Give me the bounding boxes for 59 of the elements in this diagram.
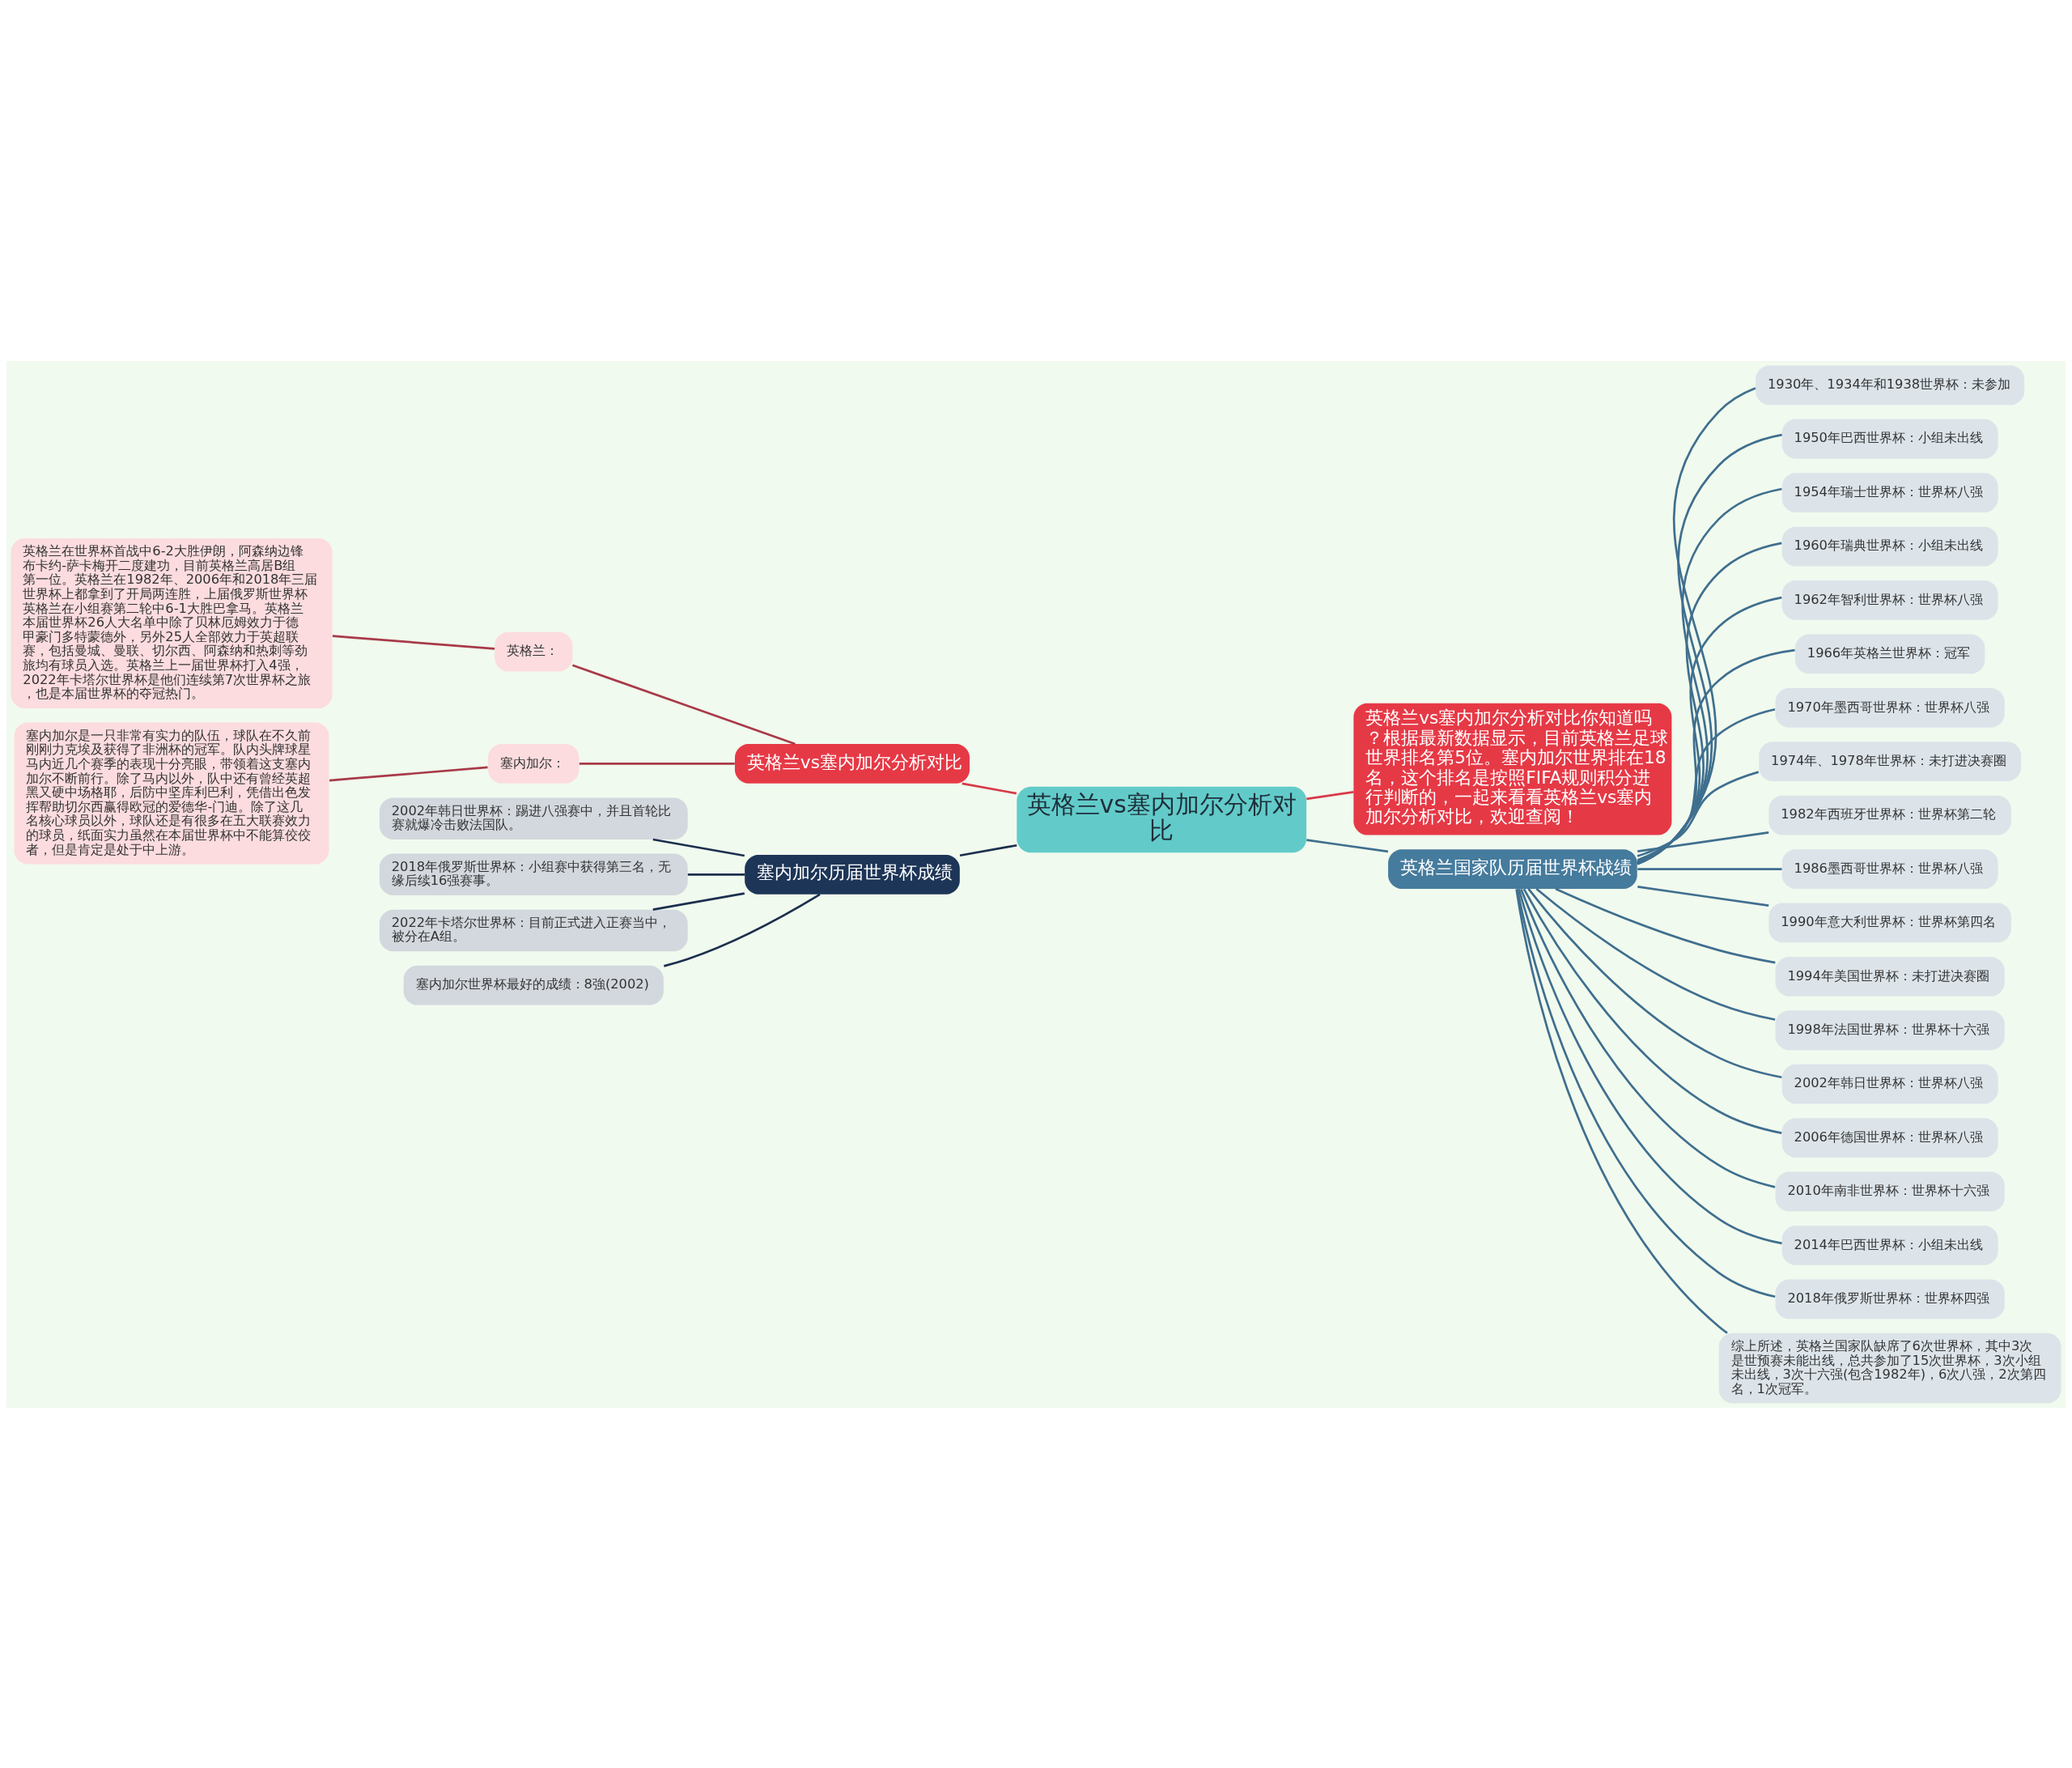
connector: [687, 873, 745, 876]
connector: [1535, 887, 1776, 1021]
connector: [329, 766, 488, 781]
connector: [1515, 888, 1728, 1334]
node-box: 2010年南非世界杯：世界杯十六强: [1775, 1171, 2005, 1211]
node-box: 综上所述，英格兰国家队缺席了6次世界杯，其中3次是世预赛未能出线，总共参加了15次世界杯，3次小组未出线，3次十六强(包含1982年)，6次八强，2次第四名，1次冠军。: [1718, 1332, 2061, 1404]
node-box: 1954年瑞士世界杯：世界杯八强: [1781, 472, 1998, 512]
node-box: 英格兰：: [495, 631, 573, 672]
node-box: 塞内加尔历届世界杯成绩: [745, 854, 960, 895]
node-box: 1974年、1978年世界杯：未打进决赛圈: [1759, 741, 2022, 781]
node-box: 1982年西班牙世界杯：世界杯第二轮: [1768, 795, 2011, 835]
connector: [1306, 838, 1389, 852]
node-box: 1962年智利世界杯：世界杯八强: [1781, 580, 1998, 620]
node-box: 塞内加尔是一只非常有实力的队伍，球队在不久前刚刚力克埃及获得了非洲杯的冠军。队内头牌球星马内近几个赛季的表现十分亮眼，带领着这支塞内加尔不断前行。除了马内以外，队中还有曾经英超黑又硬中场格耶，后防中坚库利巴利，凭借出色发挥帮助切尔西赢得欧冠的爱德华-门迪。除了这几名核心球员以外，球队还是有很多在五大联赛效力的球员，纸面实力虽然在本届世界杯中不能算佼佼者，但是肯定是处于中上游。: [14, 722, 329, 864]
connector: [1637, 867, 1782, 870]
connector: [1520, 888, 1776, 1188]
connector: [1637, 831, 1769, 852]
node-box: 1990年意大利世界杯：世界杯第四名: [1768, 903, 2011, 942]
node-box: 1930年、1934年和1938世界杯：未参加: [1756, 364, 2025, 405]
node-box: 2018年俄罗斯世界杯：世界杯四强: [1775, 1278, 2005, 1319]
node-box: 2002年韩日世界杯：踢进八强赛中，并且首轮比赛就爆冷击败法国队。: [379, 797, 688, 839]
node-box: 2018年俄罗斯世界杯：小组赛中获得第三名，无缘后续16强赛事。: [379, 853, 688, 895]
node-box: 1998年法国世界杯：世界杯十六强: [1775, 1009, 2005, 1050]
connector: [1518, 888, 1782, 1244]
connector: [1306, 790, 1354, 800]
node-box: 2006年德国世界杯：世界杯八强: [1781, 1117, 1998, 1158]
connector: [1637, 648, 1795, 863]
connector: [652, 891, 745, 911]
connector: [962, 782, 1017, 794]
connector: [1555, 887, 1776, 963]
connector: [1516, 888, 1776, 1298]
node-box: 1970年墨西哥世界杯：世界杯八强: [1775, 687, 2005, 728]
node-box: 塞内加尔：: [488, 743, 580, 784]
node-box: 英格兰vs塞内加尔分析对比你知道吗？根据最新数据显示，目前英格兰足球世界排名第5位。塞内加尔世界排在18名，这个排名是按照FIFA规则积分进行判断的，一起来看看英格兰vs塞内加尔分析对比，欢迎查阅！: [1353, 703, 1672, 835]
node-box: 1986墨西哥世界杯：世界杯八强: [1781, 848, 1998, 889]
node-box: 2014年巴西世界杯：小组未出线: [1781, 1225, 1998, 1265]
connector: [1637, 596, 1782, 864]
connector: [579, 762, 735, 765]
connector: [664, 893, 821, 967]
connector: [1522, 887, 1782, 1134]
connector: [1637, 708, 1776, 861]
node-box: 塞内加尔世界杯最好的成绩：8強(2002): [403, 965, 664, 1005]
node-box: 2002年韩日世界杯：世界杯八强: [1781, 1064, 1998, 1104]
connector: [1527, 887, 1782, 1078]
node-box: 1966年英格兰世界杯：冠军: [1794, 634, 1985, 674]
connector: [571, 663, 796, 745]
connector: [959, 844, 1017, 856]
node-box: 英格兰在世界杯首战中6-2大胜伊朗，阿森纳边锋布卡约-萨卡梅开二度建功，目前英格兰高居B组第一位。英格兰在1982年、2006年和2018年三届世界杯上都拿到了开局两连胜，上届俄罗斯世界杯英格兰在小组赛第二轮中6-1大胜巴拿马。英格兰本届世界杯26人大名单中除了贝林厄姆效力于德甲豪门多特蒙德外，另外25人全部效力于英超联赛，包括曼城、曼联、切尔西、阿森纳和热刺等劲旅均有球员入选。英格兰上一届世界杯打入4强，2022年卡塔尔世界杯是他们连续第7次世界杯之旅，也是本届世界杯的夺冠热门。: [11, 538, 333, 708]
node-box: 2022年卡塔尔世界杯：目前正式进入正赛当中，被分在A组。: [379, 909, 688, 951]
connector: [1637, 885, 1769, 907]
connector: [652, 838, 745, 856]
node-box: 英格兰vs塞内加尔分析对比: [1017, 786, 1307, 852]
connector: [1637, 770, 1760, 857]
node-box: 英格兰vs塞内加尔分析对比: [734, 743, 970, 784]
node-box: 1960年瑞典世界杯：小组未出线: [1781, 526, 1998, 566]
node-box: 1950年巴西世界杯：小组未出线: [1781, 419, 1998, 459]
node-box: 1994年美国世界杯：未打进决赛圈: [1775, 956, 2005, 997]
node-box: 英格兰国家队历届世界杯战绩: [1388, 848, 1637, 889]
connector: [332, 634, 495, 650]
